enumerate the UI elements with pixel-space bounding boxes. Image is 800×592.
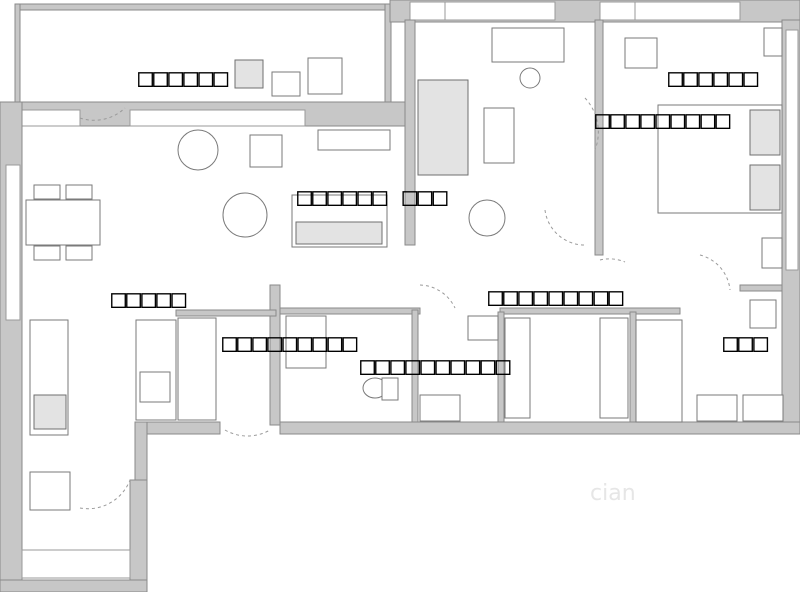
- watermark: cian: [590, 481, 636, 506]
- label-wardrobe: □□□□□□□□□: [488, 282, 623, 311]
- bedroom-furniture: [624, 27, 783, 269]
- label-bedroom: □□□□□□: [668, 63, 758, 92]
- study-furniture: [417, 27, 565, 237]
- doors: [79, 97, 731, 510]
- label-living: □□□□□□ □□□: [297, 182, 448, 211]
- label-kitchen: □□□□□: [111, 284, 186, 313]
- kitchen-furniture: [29, 319, 177, 511]
- label-toilet: □□□□□□□□□□: [360, 351, 511, 380]
- label-bedroom2: □□□□□□□□□: [595, 105, 730, 134]
- label-bath: □□□: [723, 328, 768, 357]
- living-furniture: [25, 129, 388, 261]
- bath-furniture: [177, 299, 784, 423]
- label-balcony-top: □□□□□□: [138, 63, 228, 92]
- label-hall: □□□□□□□□□: [222, 328, 357, 357]
- balcony-furniture: [234, 57, 391, 151]
